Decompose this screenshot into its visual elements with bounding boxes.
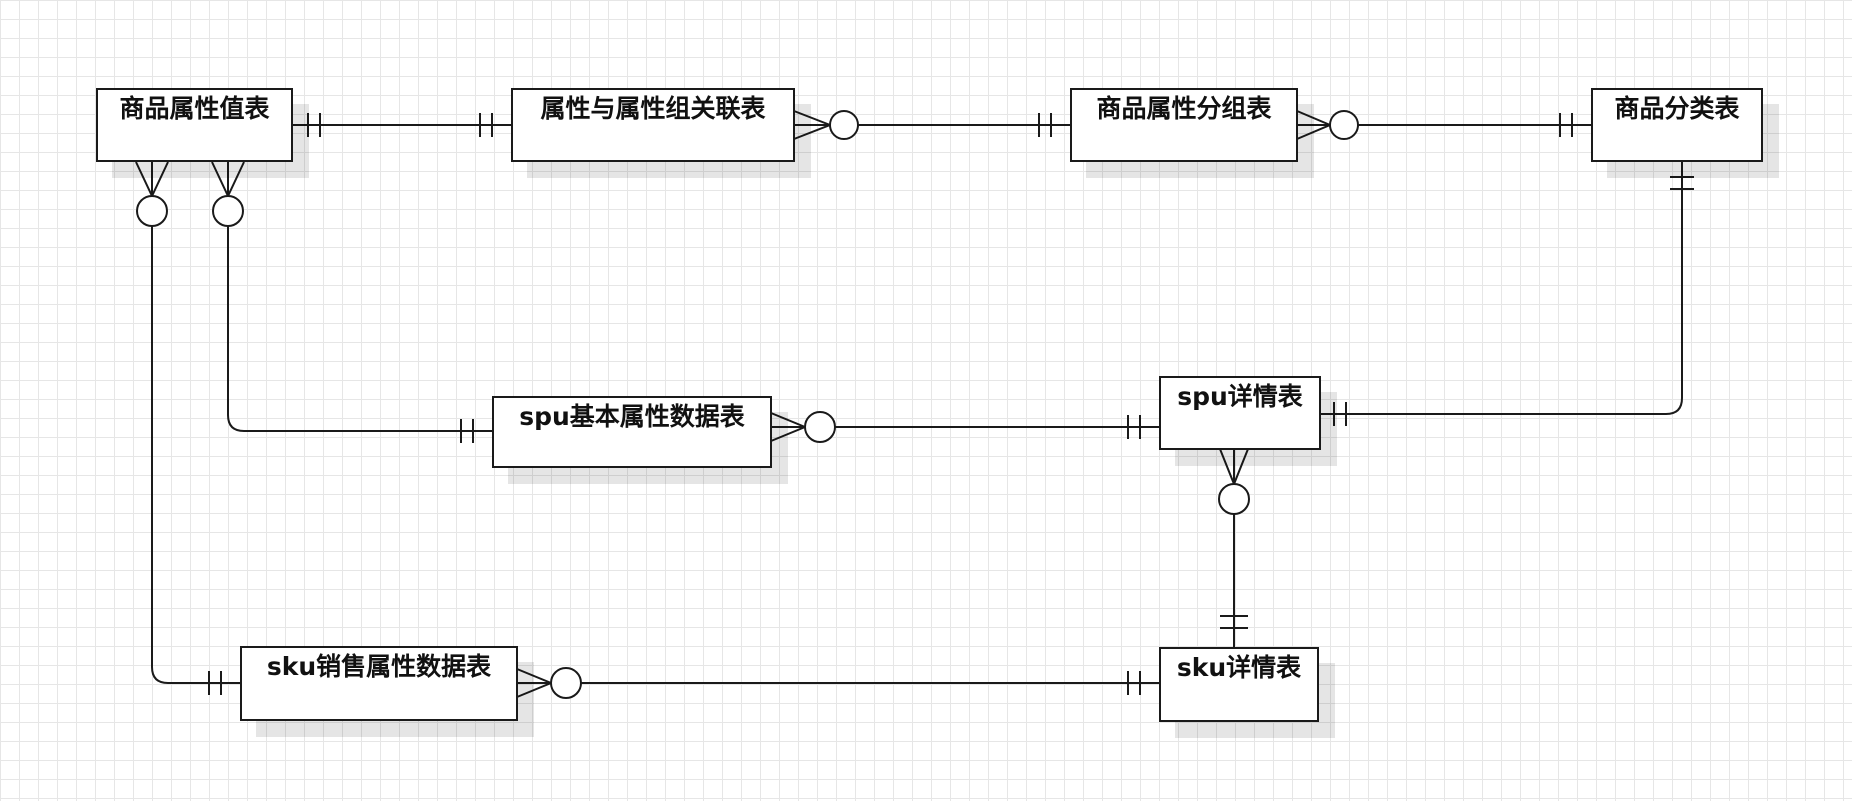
entity-sku-sale-attr[interactable]: sku销售属性数据表 — [240, 646, 518, 721]
entity-label: 商品分类表 — [1614, 94, 1740, 123]
rel-attr-value-to-attr-group-rel[interactable] — [292, 113, 512, 137]
rel-attr-value-to-spu-base-attr[interactable] — [211, 161, 493, 443]
rel-sku-sale-attr-to-sku-info[interactable] — [516, 667, 1160, 699]
rel-attr-group-rel-to-attr-group[interactable] — [793, 110, 1071, 140]
entity-label: 商品属性分组表 — [1096, 94, 1272, 123]
entity-label: sku详情表 — [1176, 653, 1302, 682]
entity-attr-group-rel[interactable]: 属性与属性组关联表 — [511, 88, 795, 162]
entity-label: 属性与属性组关联表 — [540, 94, 766, 123]
entity-label: spu详情表 — [1177, 382, 1303, 411]
entity-spu-base-attr[interactable]: spu基本属性数据表 — [492, 396, 772, 468]
rel-spu-base-attr-to-spu-info[interactable] — [770, 411, 1160, 443]
rel-category-to-spu-info[interactable] — [1320, 162, 1694, 426]
rel-attr-value-to-sku-sale-attr[interactable] — [135, 161, 241, 695]
entity-spu-info[interactable]: spu详情表 — [1159, 376, 1321, 450]
entity-label: spu基本属性数据表 — [519, 402, 745, 431]
rel-attr-group-to-category[interactable] — [1296, 110, 1592, 140]
rel-spu-info-to-sku-info[interactable] — [1218, 448, 1250, 648]
entity-label: 商品属性值表 — [119, 94, 270, 123]
entity-label: sku销售属性数据表 — [266, 652, 492, 681]
entity-sku-info[interactable]: sku详情表 — [1159, 647, 1319, 722]
entity-category[interactable]: 商品分类表 — [1591, 88, 1763, 162]
entity-attr-group[interactable]: 商品属性分组表 — [1070, 88, 1298, 162]
entity-attr-value[interactable]: 商品属性值表 — [96, 88, 293, 162]
